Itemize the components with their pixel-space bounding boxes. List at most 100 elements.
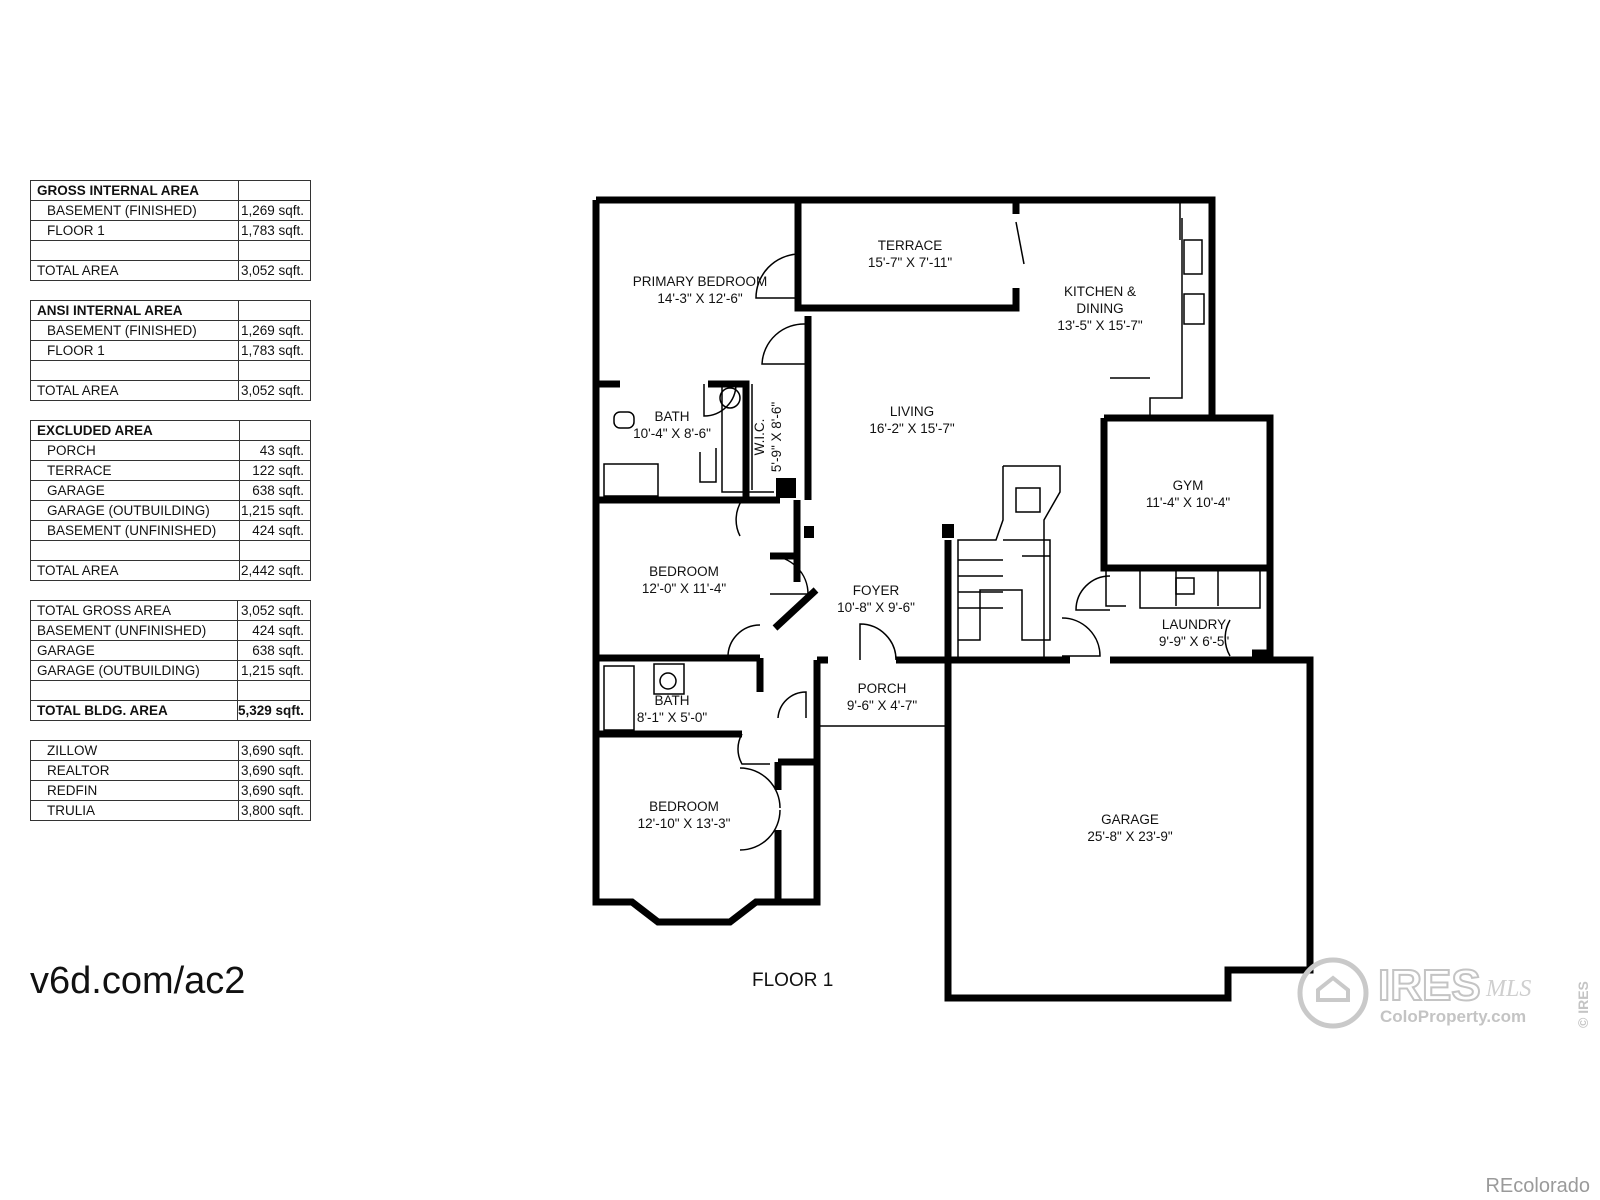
room-name: BEDROOM bbox=[649, 564, 719, 579]
table-row: GARAGE (OUTBUILDING)1,215 sqft. bbox=[30, 500, 312, 521]
room-name: GYM bbox=[1172, 478, 1204, 493]
ires-sub: ColoProperty.com bbox=[1380, 1007, 1526, 1026]
room-name: BATH bbox=[654, 409, 690, 424]
room-porch: PORCH 9'-6" X 4'-7" bbox=[847, 680, 917, 714]
door-swings bbox=[703, 221, 1231, 851]
area-label: TOTAL AREA bbox=[29, 380, 240, 401]
room-laundry: LAUNDRY 9'-9" X 6'-5" bbox=[1159, 616, 1229, 650]
room-bath-2: BATH 8'-1" X 5'-0" bbox=[637, 692, 707, 726]
floor-label: FLOOR 1 bbox=[752, 970, 834, 991]
interior-lines bbox=[640, 199, 1261, 999]
table-row: GROSS INTERNAL AREA bbox=[29, 180, 311, 201]
footer-credit: REcolorado bbox=[1485, 1175, 1590, 1197]
area-label: BASEMENT (FINISHED) bbox=[29, 320, 240, 341]
room-living: LIVING 16'-2" X 15'-7" bbox=[869, 403, 954, 437]
room-primary-bedroom: PRIMARY BEDROOM 14'-3" X 12'-6" bbox=[633, 273, 768, 307]
area-label: TOTAL AREA bbox=[29, 260, 240, 281]
room-dims: 12'-10" X 13'-3" bbox=[637, 816, 731, 831]
room-gym: GYM 11'-4" X 10'-4" bbox=[1146, 477, 1230, 511]
room-foyer: FOYER 10'-8" X 9'-6" bbox=[837, 582, 915, 616]
room-dims: 14'-3" X 12'-6" bbox=[657, 291, 743, 306]
area-value: 122 sqft. bbox=[238, 460, 312, 481]
room-kitchen-dining: KITCHEN & DINING 13'-5" X 15'-7" bbox=[1057, 283, 1142, 334]
ires-mls: MLS bbox=[1485, 976, 1531, 1002]
room-name: FOYER bbox=[852, 583, 900, 598]
area-label: TERRACE bbox=[30, 460, 240, 481]
area-value: 43 sqft. bbox=[238, 440, 312, 461]
area-label: TOTAL BLDG. AREA bbox=[30, 700, 238, 721]
room-garage: GARAGE 25'-8" X 23'-9" bbox=[1087, 811, 1172, 845]
area-value: 3,800 sqft. bbox=[238, 800, 311, 821]
table-row bbox=[30, 680, 312, 701]
room-name: LAUNDRY bbox=[1161, 617, 1227, 632]
fixtures bbox=[603, 239, 1205, 731]
ires-watermark: IRES MLS ColoProperty.com © IRES bbox=[1297, 957, 1591, 1029]
area-label: ANSI INTERNAL AREA bbox=[29, 300, 240, 321]
area-value: 5,329 sqft. bbox=[236, 700, 312, 721]
room-dims: 15'-7" X 7'-11" bbox=[867, 255, 953, 270]
room-dims: 5'-9" X 8'-6" bbox=[769, 401, 784, 473]
area-label: TOTAL AREA bbox=[30, 560, 240, 581]
room-dims: 8'-1" X 5'-0" bbox=[636, 710, 708, 725]
room-bedroom-2: BEDROOM 12'-10" X 13'-3" bbox=[638, 798, 731, 832]
room-bath-primary: BATH 10'-4" X 8'-6" bbox=[633, 408, 711, 442]
area-value: 638 sqft. bbox=[236, 640, 312, 661]
house-logo-icon bbox=[1297, 957, 1369, 1029]
room-dims: 9'-6" X 4'-7" bbox=[846, 698, 918, 713]
tour-url: v6d.com/ac2 bbox=[30, 960, 246, 1002]
area-label: FLOOR 1 bbox=[29, 220, 240, 241]
area-value: 1,215 sqft. bbox=[238, 500, 312, 521]
area-label: TRULIA bbox=[29, 800, 240, 821]
room-name: W.I.C. bbox=[752, 418, 767, 456]
room-name-2: DINING bbox=[1076, 301, 1124, 316]
area-value: 1,269 sqft. bbox=[238, 320, 311, 341]
area-value: 1,783 sqft. bbox=[238, 220, 311, 241]
room-dims: 25'-8" X 23'-9" bbox=[1087, 829, 1173, 844]
room-name: KITCHEN & bbox=[1063, 284, 1137, 299]
room-name: PORCH bbox=[857, 681, 907, 696]
room-bedroom-1: BEDROOM 12'-0" X 11'-4" bbox=[642, 563, 726, 597]
ires-side: © IRES bbox=[1575, 981, 1591, 1028]
room-terrace: TERRACE 15'-7" X 7'-11" bbox=[868, 237, 952, 271]
table-row: BASEMENT (FINISHED)1,269 sqft. bbox=[29, 320, 311, 341]
ires-brand: IRES bbox=[1378, 961, 1481, 1010]
room-name: GARAGE bbox=[1101, 812, 1159, 827]
area-label: GARAGE bbox=[30, 480, 240, 501]
exterior-walls bbox=[592, 196, 1314, 1002]
columns bbox=[776, 478, 954, 538]
room-dims: 10'-8" X 9'-6" bbox=[837, 600, 915, 615]
room-dims: 11'-4" X 10'-4" bbox=[1145, 495, 1231, 510]
area-value: 2,442 sqft. bbox=[238, 560, 312, 581]
room-name: BATH bbox=[654, 693, 690, 708]
room-name: TERRACE bbox=[877, 238, 943, 253]
room-dims: 16'-2" X 15'-7" bbox=[869, 421, 955, 436]
room-dims: 9'-9" X 6'-5" bbox=[1158, 634, 1230, 649]
area-value: 3,052 sqft. bbox=[238, 380, 311, 401]
room-name: BEDROOM bbox=[649, 799, 719, 814]
table-row: BASEMENT (FINISHED)1,269 sqft. bbox=[29, 200, 311, 221]
area-value: 3,052 sqft. bbox=[238, 260, 311, 281]
room-name: LIVING bbox=[889, 404, 935, 419]
table-row: GARAGE (OUTBUILDING)1,215 sqft. bbox=[30, 660, 312, 681]
area-value: 3,690 sqft. bbox=[238, 780, 311, 801]
room-dims: 12'-0" X 11'-4" bbox=[641, 581, 727, 596]
room-name: PRIMARY BEDROOM bbox=[632, 274, 768, 289]
room-wic: W.I.C. 5'-9" X 8'-6" bbox=[751, 402, 785, 472]
area-value: 424 sqft. bbox=[236, 620, 312, 641]
